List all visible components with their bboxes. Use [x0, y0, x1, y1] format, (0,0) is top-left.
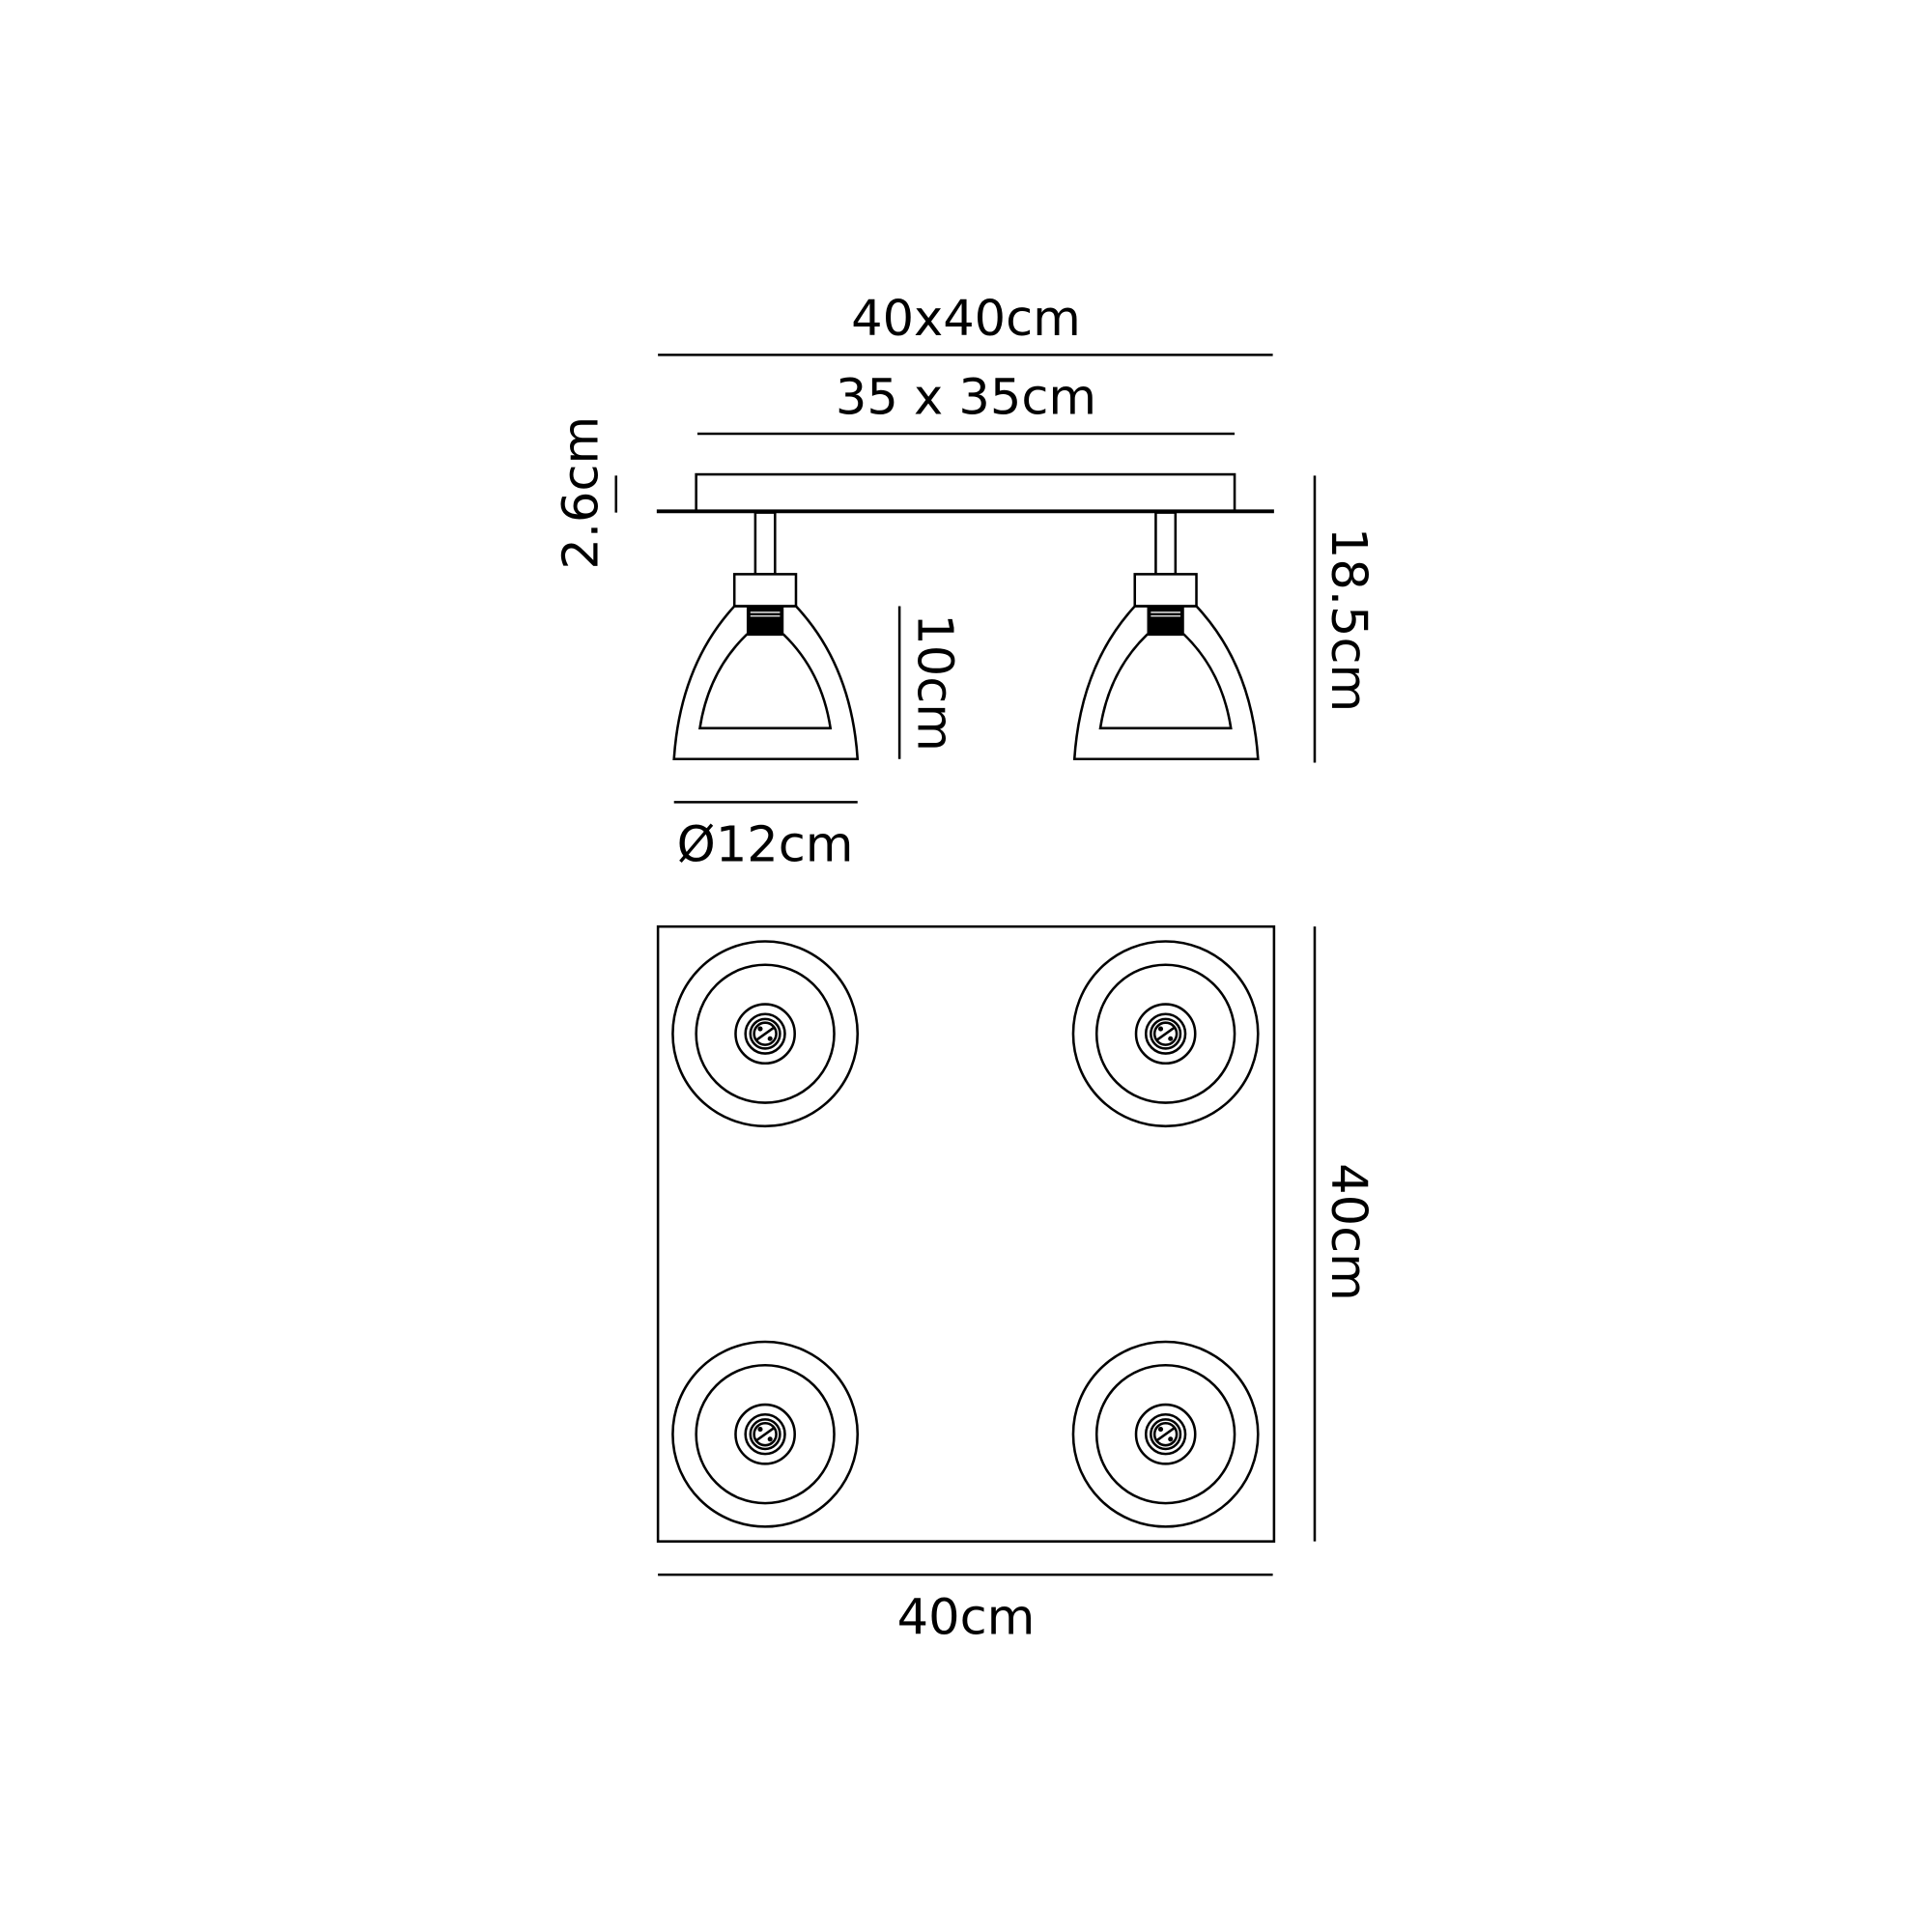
shade-diameter-label: Ø12cm: [677, 817, 854, 874]
bottom-view: [656, 924, 1276, 1543]
base-plate: [656, 924, 1276, 1543]
spot-bottom-4: [1071, 1340, 1260, 1528]
lamp-collar: [732, 573, 798, 608]
overall-top-label: 40x40cm: [851, 291, 1081, 348]
shade-height-label: 10cm: [905, 613, 962, 752]
lamp-shade-inner: [698, 633, 833, 730]
total-height-label: 18.5cm: [1320, 527, 1377, 712]
spot-bottom-3: [671, 1340, 860, 1528]
spot-lamp-2: [1072, 511, 1260, 760]
base-width-label: 40cm: [897, 1589, 1036, 1646]
spot-lamp: [672, 511, 860, 760]
spot-bottom-2: [1071, 940, 1260, 1128]
plate-height-label: 2.6cm: [554, 416, 611, 570]
base-height-label: 40cm: [1320, 1163, 1377, 1301]
lamp-socket: [746, 606, 784, 635]
lamp-stem: [753, 511, 777, 576]
side-view: [656, 472, 1274, 760]
spot-bottom: [671, 940, 860, 1128]
ceiling-plate: [695, 472, 1236, 513]
plate-width-label: 35 x 35cm: [836, 370, 1096, 427]
